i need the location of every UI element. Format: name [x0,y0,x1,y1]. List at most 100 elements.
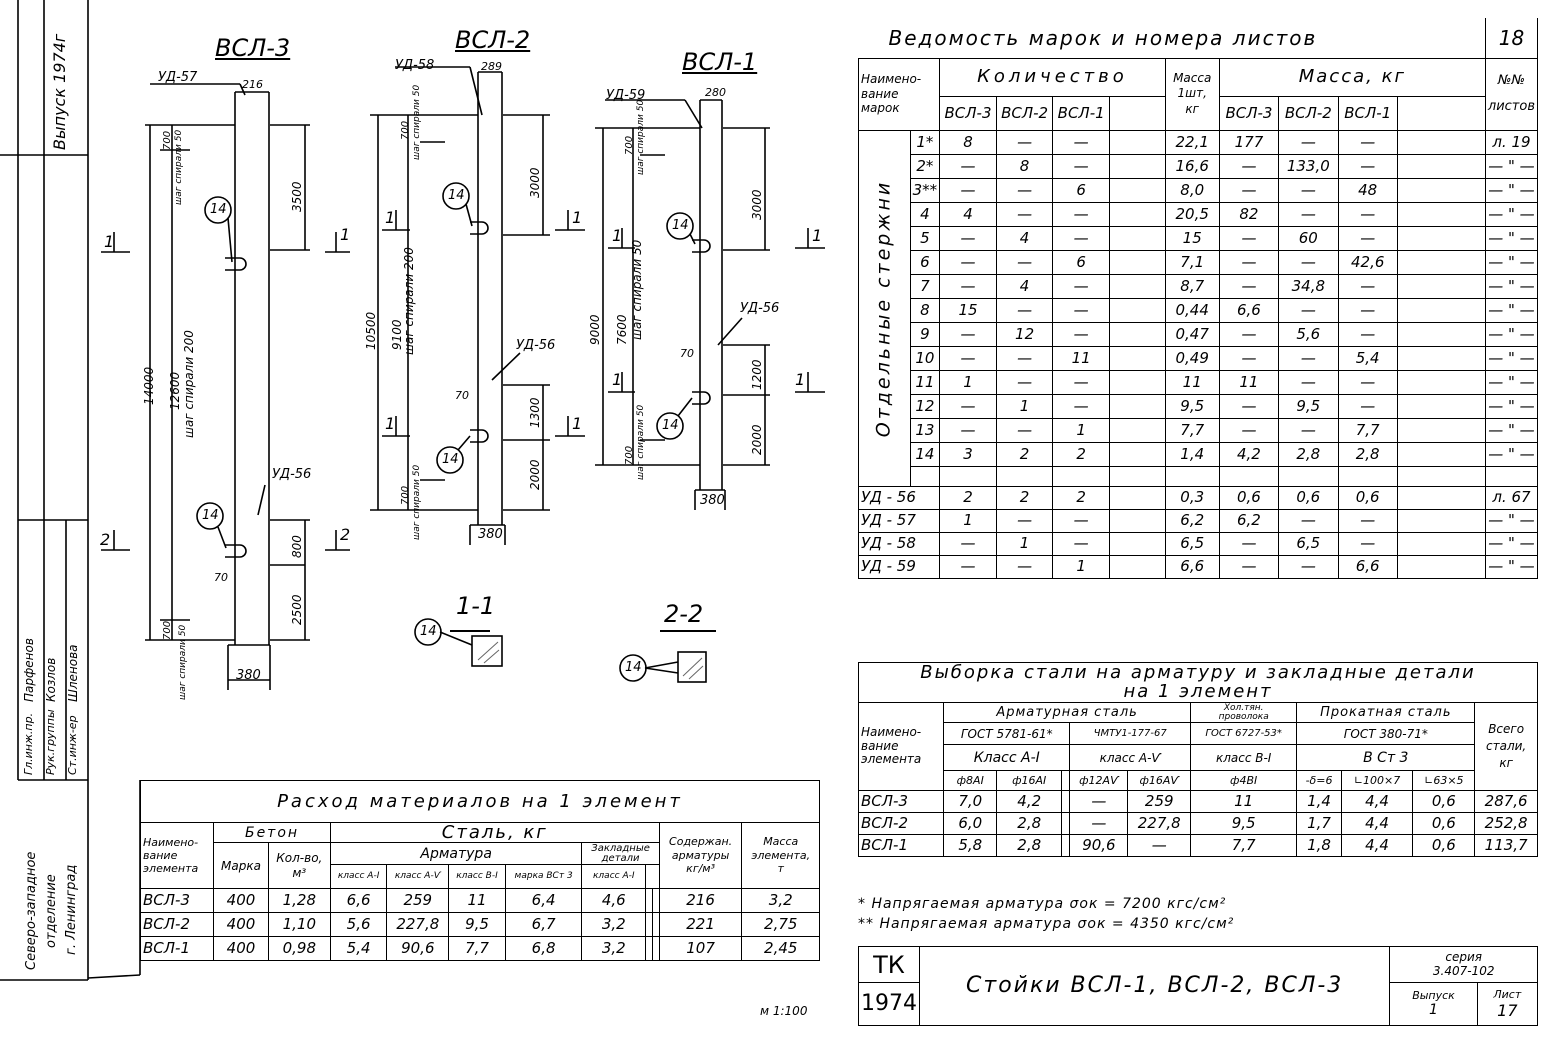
table-cell: 6,8 [504,936,583,961]
ud57-label: УД-57 [158,70,198,85]
signer-name: Парфенов [22,638,36,702]
vyb-h-rolled: Прокатная сталь [1296,702,1476,723]
table-cell: 7 [909,273,941,299]
gost-2: ЧМТУ1-177-67 [1069,722,1191,745]
table-cell: 4,4 [1340,790,1414,813]
table-row: 7—4—8,7—34,8—— " — [859,273,1539,299]
table-cell: — " — [1484,531,1539,556]
table-cell: — [1337,225,1398,251]
table-cell: 12 [995,321,1054,347]
table-cell: 177 [1218,129,1280,155]
table-cell [995,465,1054,487]
table-cell: 0,6 [1412,812,1476,835]
table-cell [1396,249,1486,275]
table-cell: — " — [1484,153,1539,179]
col-header: ВСЛ-3 [1218,95,1280,131]
section-mark: 1 [385,208,396,227]
ud56-label: УД-56 [516,338,556,353]
table-cell: — " — [1484,201,1539,227]
class-2: класс А-Ѵ [1069,744,1191,771]
table-cell: 1,4 [1164,441,1220,467]
vsl2-bottom-dim: 380 [478,527,503,542]
table-cell [1061,790,1071,813]
vsl3-total-dim: 14000 [142,366,156,405]
table-cell [1108,201,1166,227]
vsl1-step50-top: шаг спирали 50 [636,99,646,175]
vsl2-step200: шаг спирали 200 [402,247,416,355]
class-4: В Ст 3 [1296,744,1476,771]
vyb-h-wire-2: проволока [1218,711,1269,722]
table-cell: 9 [909,321,941,347]
table-cell: 1,10 [267,912,331,937]
gost-1: ГОСТ 5781-61* [943,722,1071,745]
table-cell: 4 [995,273,1054,299]
table-cell [1396,485,1486,510]
table-cell: — [1337,321,1398,347]
table-cell: 5,8 [943,834,998,857]
table-row: УД - 58—1—6,5—6,5—— " — [857,531,1539,556]
col-header: ВСЛ-2 [995,95,1054,131]
class-1: Класс А-I [943,744,1071,771]
table-cell: — [1052,393,1110,419]
table-cell [1108,249,1166,275]
table-cell: 11 [909,369,941,395]
table-cell: л. 67 [1484,485,1539,510]
table-cell: 3** [909,177,941,203]
table-cell: 2 [995,485,1054,510]
table-cell: — [1052,273,1110,299]
list-value: 17 [1497,1001,1518,1021]
ras-h-kol-1: Кол-во, [276,851,323,866]
table-cell: — [1218,273,1280,299]
table-cell: 42,6 [1337,249,1398,275]
vsl1-top-dim: 280 [705,86,726,99]
org-line: отделение [44,874,59,948]
sub-header: ф12АѴ [1069,770,1129,791]
table-cell [645,912,653,937]
gost-4: ГОСТ 380-71* [1296,722,1476,745]
table-cell: 11 [1218,369,1280,395]
table-cell: 5,4 [329,936,388,961]
table-cell: 10 [909,345,941,371]
header-name-2: вание [861,86,899,101]
ras-h-beton: Бетон [213,822,331,843]
table-cell [651,936,660,961]
table-cell [1108,465,1166,487]
table-cell: — [1052,153,1110,179]
table-cell: ВСЛ-3 [139,888,215,913]
table-cell [1108,554,1166,579]
table-cell: 4,2 [996,790,1063,813]
vsl2-total-dim: 10500 [364,311,378,350]
header-name-1: Наимено- [861,72,922,87]
selection-title-1: Выборка стали на арматуру и закладные де… [920,662,1476,683]
table-cell: — [1278,345,1339,371]
table-cell [1396,417,1486,443]
table-cell: 3,2 [741,888,820,913]
role-label: Ст.инж-ер [66,715,79,775]
table-cell: 2 [1052,485,1110,510]
table-cell: УД - 56 [857,485,941,510]
table-cell: — [1278,201,1339,227]
signer-name: Шленова [66,644,80,703]
seria-label: серия [1445,949,1482,964]
table-cell: 4 [995,225,1054,251]
ras-h-massa-3: т [777,862,784,876]
table-cell [1108,417,1166,443]
issue-year-label: Выпуск 1974г [50,33,69,150]
rebar-callout: 14 [420,624,437,639]
table-cell: 5,6 [1278,321,1339,347]
ras-h-kol-2: м³ [292,865,307,880]
group-label-cell: Отдельные стержни [858,129,911,487]
materials-title: Расход материалов на 1 элемент [140,780,820,823]
ras-h-sod-3: кг/м³ [686,862,716,876]
table-cell: — [995,417,1054,443]
table-cell: — [1337,273,1398,299]
table-row [859,465,1539,487]
table-cell [645,888,653,913]
schedule-title: Ведомость марок и номера листов [858,18,1486,59]
table-cell: — [1218,531,1280,556]
col-header: ВСЛ-1 [1337,95,1398,131]
table-cell: 1* [909,129,941,155]
